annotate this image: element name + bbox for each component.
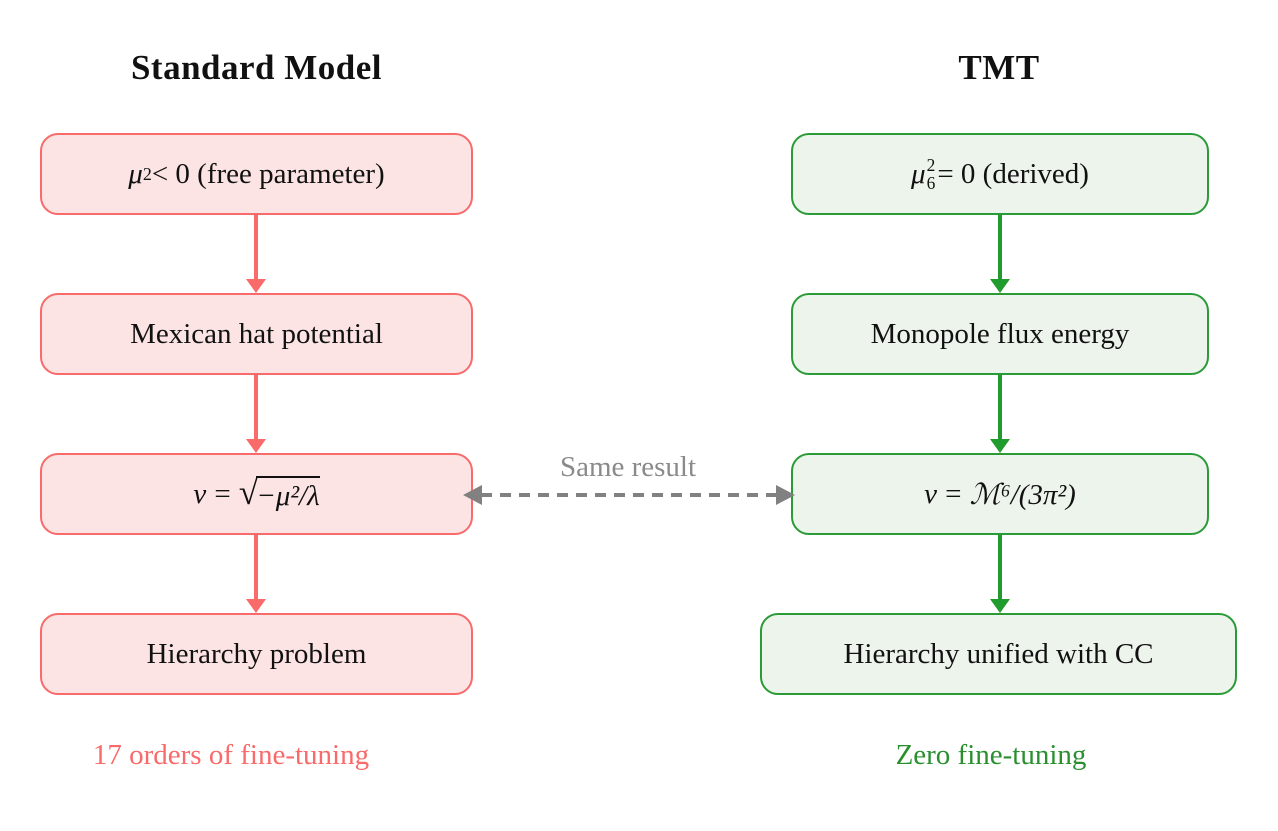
sm-box-vev-formula: v = √−μ²/λ [40, 453, 473, 535]
mu-symbol: μ [128, 157, 143, 190]
arrow-head-icon [246, 599, 266, 613]
arrow-line [254, 535, 258, 600]
arrow-head-icon [990, 439, 1010, 453]
tmt-box2-label: Monopole flux energy [870, 317, 1130, 350]
arrow-line [998, 215, 1002, 280]
sm-box2-label: Mexican hat potential [130, 317, 383, 350]
arrow-line [998, 375, 1002, 440]
vev-expression: ℳ⁶/(3π²) [969, 478, 1076, 511]
tmt-arrow-1 [990, 215, 1010, 293]
v-symbol: v [193, 477, 207, 510]
sm-title: Standard Model [130, 48, 383, 87]
tmt-arrow-3 [990, 535, 1010, 613]
arrow-head-icon [246, 439, 266, 453]
tmt-caption: Zero fine-tuning [895, 739, 1087, 771]
same-result-label: Same result [559, 451, 697, 483]
tmt-title: TMT [958, 48, 1040, 87]
arrow-head-icon [990, 599, 1010, 613]
sm-box4-label: Hierarchy problem [146, 637, 367, 670]
arrow-line [254, 215, 258, 280]
tmt-box-vev-formula: v = ℳ⁶/(3π²) [791, 453, 1209, 535]
radicand: −μ²/λ [256, 475, 320, 513]
equals-sign: = [945, 477, 962, 510]
tmt-arrow-2 [990, 375, 1010, 453]
arrow-line [254, 375, 258, 440]
mu-exponent: 2 [142, 163, 152, 184]
tmt-box-hierarchy-cc: Hierarchy unified with CC [760, 613, 1237, 695]
arrow-line [998, 535, 1002, 600]
sm-box1-text: < 0 (free parameter) [151, 157, 385, 190]
arrow-head-icon [246, 279, 266, 293]
sm-box-hierarchy-problem: Hierarchy problem [40, 613, 473, 695]
v-symbol: v [924, 477, 938, 510]
arrow-head-left-icon [463, 485, 482, 505]
sm-arrow-1 [246, 215, 266, 293]
arrow-head-right-icon [776, 485, 795, 505]
tmt-box4-label: Hierarchy unified with CC [843, 637, 1154, 670]
arrow-head-icon [990, 279, 1010, 293]
sm-box-mexican-hat: Mexican hat potential [40, 293, 473, 375]
mu-symbol: μ [911, 157, 926, 190]
mu-exponent: 2 [926, 154, 936, 175]
tmt-box1-text: = 0 (derived) [937, 157, 1089, 190]
tmt-box-monopole-flux: Monopole flux energy [791, 293, 1209, 375]
sm-caption: 17 orders of fine-tuning [92, 739, 370, 771]
sm-arrow-2 [246, 375, 266, 453]
same-result-dashed-line [481, 493, 777, 497]
mu-subscript: 6 [926, 173, 936, 193]
sm-arrow-3 [246, 535, 266, 613]
equals-sign: = [214, 477, 231, 510]
